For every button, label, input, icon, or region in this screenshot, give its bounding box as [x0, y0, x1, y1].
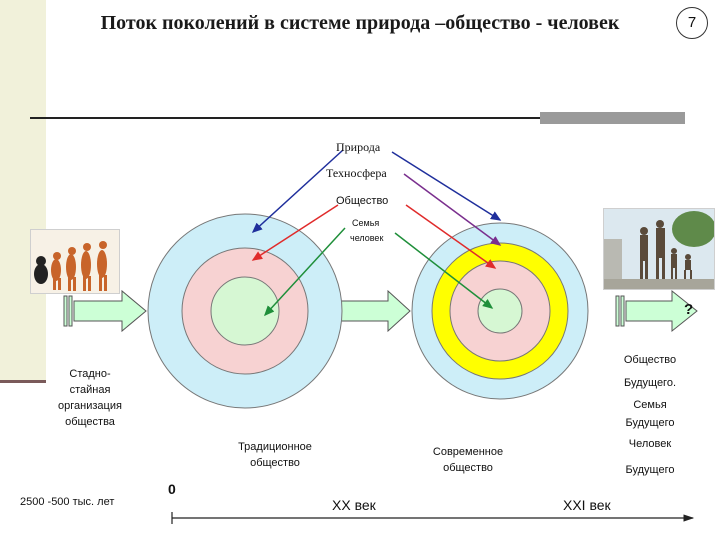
arrow-society-left	[251, 204, 339, 261]
arrow-technosphere	[403, 173, 502, 246]
flow-arrow-right	[615, 289, 698, 333]
future-question-mark: ?	[684, 301, 694, 318]
right-text-line: Будущего.	[623, 376, 677, 389]
timeline-start-label: 2500 -500 тыс. лет	[20, 496, 115, 508]
title-divider-accent	[540, 112, 685, 124]
arrow-nature-right	[391, 151, 502, 221]
slide-number-badge: 7	[676, 7, 708, 39]
label-family: Семья	[352, 218, 380, 228]
arrow-person-left	[263, 227, 346, 317]
timeline-zero-label: 0	[168, 481, 176, 497]
arrow-nature-left	[251, 149, 344, 234]
evolution-illustration	[30, 229, 120, 294]
modern-society-caption: Современное общество	[432, 446, 504, 474]
slide-title: Поток поколений в системе природа –общес…	[100, 12, 620, 34]
inner-circle-person-modern	[477, 288, 523, 334]
inner-circle-person	[210, 276, 280, 346]
label-society: Общество	[336, 195, 389, 207]
left-bar-accent	[0, 380, 46, 383]
right-text-line: Человек	[628, 438, 672, 451]
family-sculpture-photo	[603, 208, 715, 290]
label-technosphere: Техносфера	[326, 166, 387, 180]
timeline-xx-label: XX век	[332, 497, 376, 513]
left-description: Стадно- стайная организация общества	[40, 366, 140, 430]
right-description: Общество Будущего. Семья Будущего Челове…	[604, 352, 696, 480]
right-text-line: Будущего	[625, 463, 675, 476]
right-text-line: Семья	[633, 399, 667, 412]
left-text-line: стайная	[69, 384, 111, 396]
title-divider	[30, 117, 540, 119]
arrow-society-right	[405, 204, 497, 269]
left-text-line: организация	[58, 400, 122, 412]
left-text-line: общества	[65, 416, 115, 428]
left-text-line: Стадно-	[69, 368, 111, 380]
timeline-xxi-label: XXI век	[563, 497, 611, 513]
modern-society-circles	[411, 222, 589, 400]
right-text-line: Будущего	[625, 416, 675, 429]
label-nature: Природа	[336, 140, 381, 154]
traditional-society-caption: Традиционное общество	[238, 441, 312, 469]
left-decorative-bar	[0, 0, 46, 382]
flow-arrow-left	[63, 289, 147, 333]
traditional-society-circles	[147, 213, 343, 409]
arrow-person-right	[394, 232, 494, 309]
right-text-line: Общество	[623, 354, 677, 366]
label-person: человек	[350, 233, 384, 243]
